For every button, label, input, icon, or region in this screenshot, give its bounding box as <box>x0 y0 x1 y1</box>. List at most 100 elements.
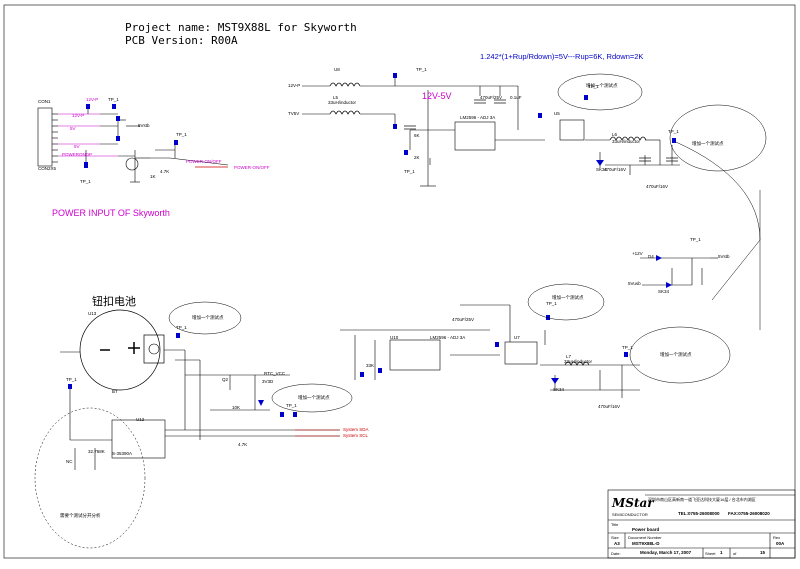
company-logo: MStar <box>612 496 654 510</box>
label-sk34-top: SK34 <box>596 167 608 172</box>
tp-k: TP_1 <box>66 377 77 382</box>
label-l7: L7 <box>566 354 572 359</box>
coin-battery <box>79 309 161 391</box>
net-5v-c: 5V <box>74 144 80 149</box>
title-value: Power board <box>632 527 660 532</box>
note-f: 增加一个测试点 <box>298 395 330 400</box>
tp-d: TP_1 <box>416 67 427 72</box>
buck-bottom-wiring <box>340 304 640 398</box>
input-nets <box>58 113 118 157</box>
label-inductor-c: 33uH/inductor <box>564 359 593 364</box>
net-scl: System SCL <box>343 433 369 438</box>
net-5vusb: 5Vusb <box>628 281 641 286</box>
diode-sk34-top <box>596 160 604 166</box>
tp-f: TP_1 <box>668 129 679 134</box>
power-input-title: POWER INPUT OF Skyworth <box>52 208 170 218</box>
note-a: 增加一个测试点 <box>586 83 618 88</box>
title-block-frame <box>607 489 796 559</box>
project-title: Project name: MST9X88L for Skyworth <box>125 21 357 34</box>
label-nc: NC <box>66 459 73 464</box>
company-tel: TEL:0755-26008000 <box>678 511 720 516</box>
label-inductor-a: 33uH/inductor <box>328 100 357 105</box>
label-q2: Q2 <box>222 377 229 382</box>
net-3v3d: 3V3D <box>262 379 274 384</box>
label-r1k: 1K <box>150 174 156 179</box>
company-fax: FAX:0755-26008020 <box>728 511 770 516</box>
label-u10: U10 <box>390 335 399 340</box>
label-c470u-e: 470uF/25V <box>452 317 475 322</box>
stby-wiring <box>640 257 718 286</box>
rev-value: 00A <box>776 541 785 546</box>
net-5vstb-b: 5Vstb <box>718 254 730 259</box>
ic-u5 <box>559 119 585 141</box>
caps-top <box>404 99 678 162</box>
tp-b: TP_1 <box>176 132 187 137</box>
doc-label: Document Number <box>628 535 662 540</box>
label-bt: BT <box>112 389 118 394</box>
sheet-label: Sheet <box>705 551 716 556</box>
net-5v-a: 5V <box>70 126 76 131</box>
tp-l: TP_1 <box>286 403 297 408</box>
net-12v-stby: +12V <box>632 251 643 256</box>
title-label: Title <box>611 522 619 527</box>
date-value: Monday, March 17, 2007 <box>640 550 692 555</box>
of-label: of <box>733 551 737 556</box>
label-c470u-a: 470uF/16V <box>604 167 627 172</box>
label-u7: U7 <box>514 335 520 340</box>
net-poweronoff-a: POWER-ON/OFF <box>186 159 222 164</box>
tp-a: TP_1 <box>108 97 119 102</box>
label-r47k-b: 4.7K <box>160 169 170 174</box>
label-r33k: 33K <box>366 363 375 368</box>
label-c100n-a: 0.1uF <box>510 95 522 100</box>
company-addr: 深圳市南山区高新南一道飞亚达科技大厦16层 / 台北市内湖区 <box>648 497 756 502</box>
label-c470u-d: 470uF/16V <box>598 404 621 409</box>
rtc-wiring <box>60 349 340 470</box>
doc-value: MST9X88L-D <box>632 541 660 546</box>
inductors-top <box>329 82 647 141</box>
tp-j: TP_1 <box>176 325 187 330</box>
label-r47k: 4.7K <box>238 442 248 447</box>
label-ic-buck2: LM2596 - ADJ 3A <box>430 335 466 340</box>
tp-h: TP_1 <box>546 301 557 306</box>
label-con-hdr: CON2X5 <box>38 166 57 171</box>
net-5vstb-a: 5Vstb <box>138 123 150 128</box>
testpads-top <box>393 73 676 155</box>
note-e: 增加一个测试点 <box>192 315 224 320</box>
note-b: 增加一个测试点 <box>692 141 724 146</box>
net-12v-top: 12V-P <box>288 83 301 88</box>
note-h: 需要个测试分开分析 <box>60 513 101 518</box>
tp-e: TP_1 <box>588 84 599 89</box>
tp-c: TP_1 <box>80 179 91 184</box>
rev-label: Rev <box>773 535 781 540</box>
of-value: 15 <box>760 550 766 555</box>
buck-top-wiring <box>302 78 680 187</box>
label-inductor-b: 33uH/inductor <box>612 139 641 144</box>
label-sk34-bottom: SK34 <box>553 387 565 392</box>
size-label: Size <box>611 535 619 540</box>
label-r6k: 6K <box>414 133 420 138</box>
ic-s35390a <box>111 419 166 459</box>
net-rtc-vcc: RTC_VCC <box>264 371 286 376</box>
diode-d4 <box>656 255 662 261</box>
voltage-note: 12V-5V <box>422 91 452 101</box>
tp-m: TP_1 <box>404 169 415 174</box>
label-r10k: 10K <box>232 405 241 410</box>
note-c: 增加一个测试点 <box>552 295 584 300</box>
net-12v-b: 12V-P <box>72 113 85 118</box>
testpads-bottom <box>360 315 628 377</box>
label-u13: U13 <box>88 311 97 316</box>
ic-lm2596-top <box>454 121 496 151</box>
transistor-q1 <box>125 157 139 171</box>
tp-g: TP_1 <box>690 237 701 242</box>
sheet-value: 1 <box>720 550 723 555</box>
label-u8: U8 <box>334 67 340 72</box>
net-poweronoff-b: POWER-ON/OFF <box>234 165 270 170</box>
battery-title: 钮扣电池 <box>92 295 136 308</box>
company-sub: SEMICONDUCTOR <box>612 512 648 517</box>
label-con1: CON1 <box>38 99 51 104</box>
label-sk34-stby: SK34 <box>658 289 670 294</box>
label-ic-rtc: S-35390A <box>112 451 133 456</box>
net-tv5v: TV5V <box>288 111 300 116</box>
